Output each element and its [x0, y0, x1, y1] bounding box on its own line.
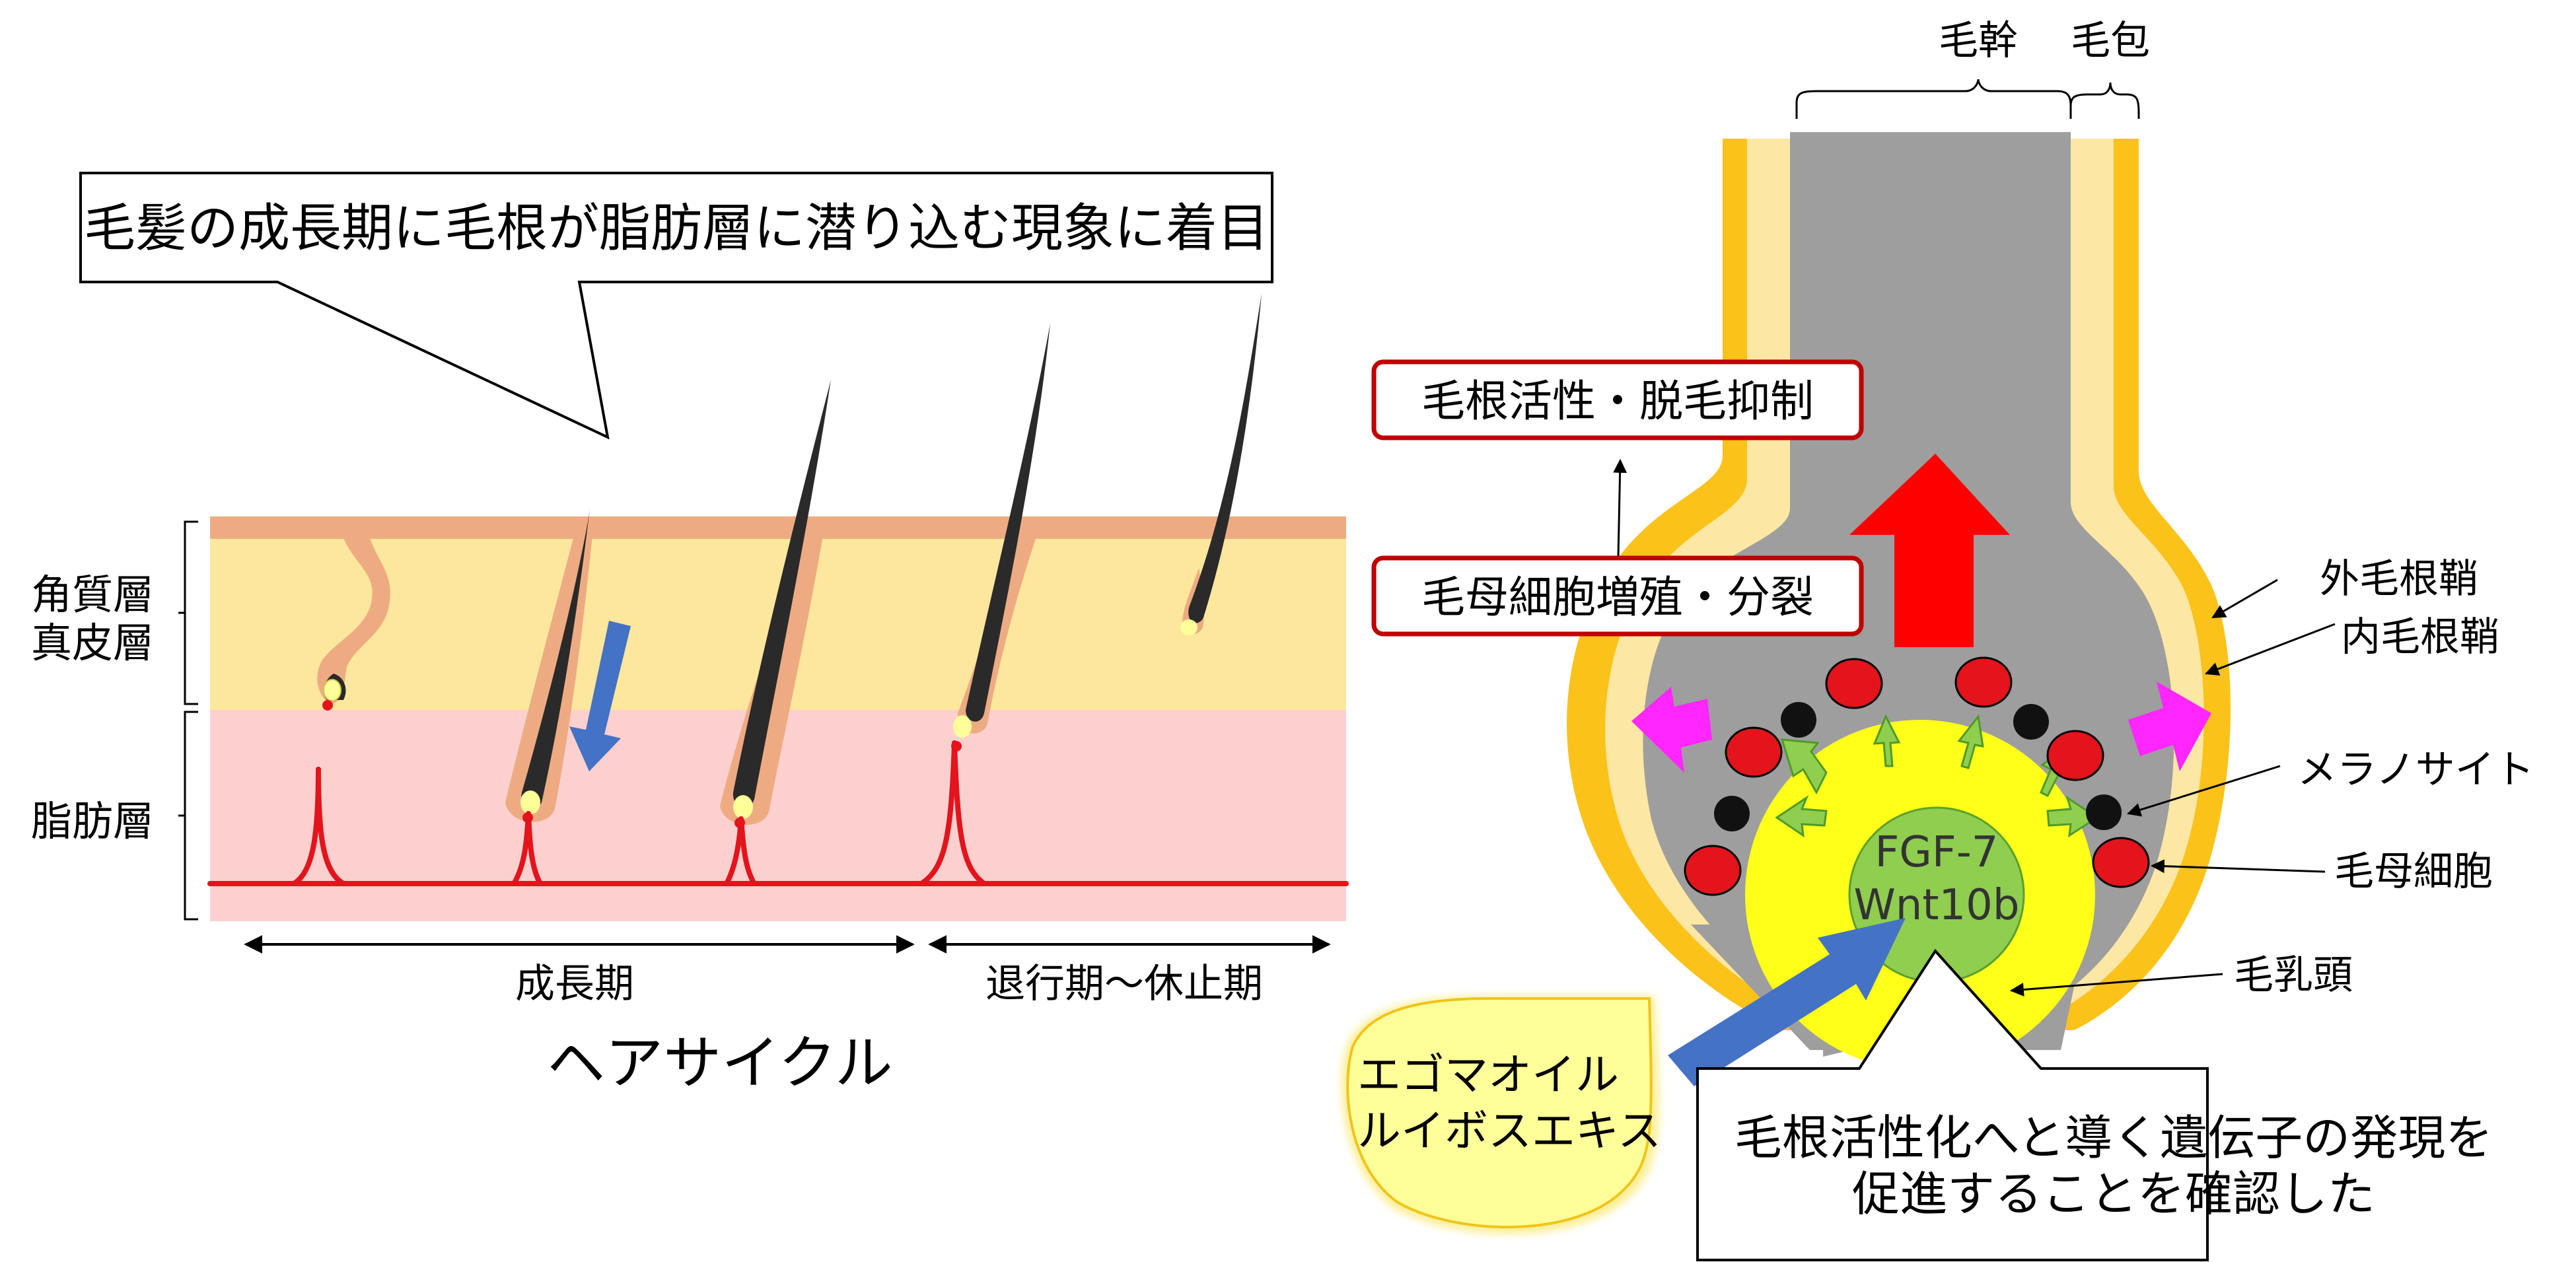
- hair-5: [1188, 294, 1262, 623]
- follicle-sheath-1: [317, 538, 390, 704]
- effect-proliferation-text: 毛母細胞増殖・分裂: [1421, 572, 1814, 623]
- bulb-3: [733, 795, 753, 819]
- label-matrix-cell: 毛母細胞: [2334, 849, 2493, 895]
- callout-left: 毛髪の成長期に毛根が脂肪層に潜り込む現象に着目: [79, 172, 1273, 440]
- hair-2: [521, 508, 590, 810]
- label-inner-sheath: 内毛根鞘: [2341, 614, 2499, 660]
- label-outer-sheath: 外毛根鞘: [2320, 556, 2478, 602]
- bulb-2: [520, 790, 540, 814]
- ingredient-arrow: [1668, 918, 1906, 1086]
- bulb-5: [1180, 619, 1198, 635]
- papilla-gene-2: Wnt10b: [1854, 881, 2020, 930]
- papilla-dot-1: [322, 700, 333, 711]
- corneum-layer: [210, 516, 1346, 539]
- callout-left-shape: [79, 172, 1273, 440]
- caption-hair-cycle: ヘアサイクル: [547, 1029, 893, 1097]
- label-shaft: 毛幹: [1939, 18, 2018, 64]
- effect-box-proliferation: 毛母細胞増殖・分裂: [1371, 555, 1864, 637]
- ingredient-line-1: エゴマオイル: [1357, 1049, 1619, 1100]
- effect-box-activation: 毛根活性・脱毛抑制: [1371, 359, 1864, 440]
- papilla-gene-1: FGF-7: [1875, 828, 1998, 877]
- skin-layer-labels: [178, 520, 198, 921]
- growth-up-arrow: [1849, 454, 2010, 647]
- melanocytes: [1714, 702, 2122, 831]
- blood-vessels: [207, 740, 1349, 886]
- hair-3: [733, 380, 831, 808]
- descend-arrow: [569, 621, 631, 771]
- side-arrow-left: [1631, 687, 1712, 773]
- phase-growth: 成長期: [515, 961, 634, 1007]
- follicle-top-brackets: [1795, 79, 2140, 119]
- conclusion-line-2: 促進することを確認した: [1852, 1166, 2375, 1222]
- papilla-dot-3: [734, 818, 745, 828]
- conclusion-callout-shape: [1696, 948, 2209, 1261]
- ingredient-line-2: ルイボスエキス: [1357, 1105, 1661, 1156]
- papilla-dot-2: [522, 812, 533, 823]
- label-fat: 脂肪層: [31, 797, 154, 845]
- label-dermis: 真皮層: [31, 619, 154, 667]
- phase-regression-rest: 退行期〜休止期: [985, 961, 1263, 1007]
- skin-cross-section: [207, 294, 1349, 921]
- bulb-4: [953, 715, 972, 738]
- bulb-1: [323, 679, 341, 701]
- side-arrow-right: [2128, 682, 2211, 771]
- matrix-cells: [1684, 656, 2150, 896]
- conclusion-line-1: 毛根活性化へと導く遺伝子の発現を: [1735, 1110, 2493, 1166]
- leader-lines: [1613, 458, 2336, 997]
- label-melanocyte: メラノサイト: [2297, 747, 2534, 793]
- label-follicle: 毛包: [2071, 18, 2150, 64]
- ingredient-blob-shape: [1346, 997, 1653, 1228]
- callout-left-text: 毛髪の成長期に毛根が脂肪層に潜り込む現象に着目: [84, 199, 1269, 258]
- hair-4: [966, 324, 1050, 722]
- ingredient-blob: エゴマオイル ルイボスエキス: [1342, 996, 1661, 1234]
- effect-activation-text: 毛根活性・脱毛抑制: [1421, 376, 1814, 427]
- papilla-dot-4: [951, 741, 962, 752]
- conclusion-callout: 毛根活性化へと導く遺伝子の発現を 促進することを確認した: [1696, 948, 2493, 1261]
- label-papilla: 毛乳頭: [2234, 952, 2353, 999]
- label-corneum: 角質層: [31, 571, 154, 619]
